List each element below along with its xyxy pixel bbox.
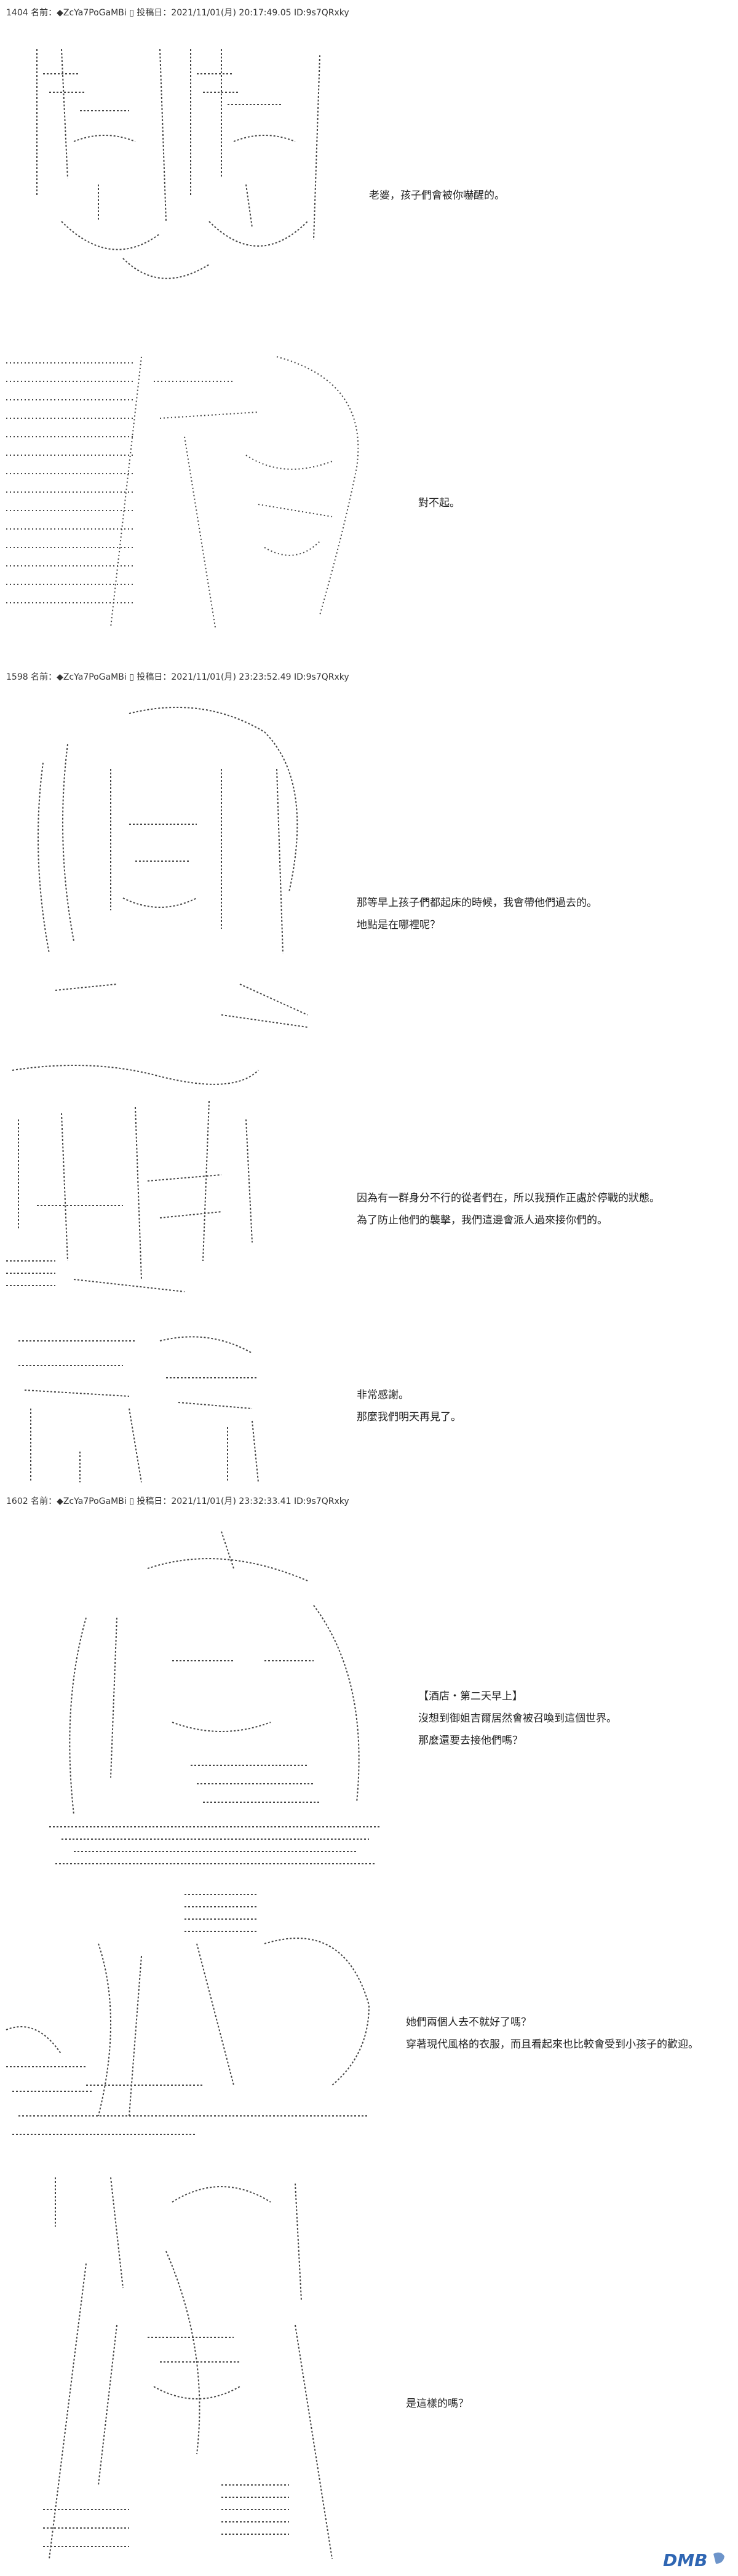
dialogue-5: 非常感謝。 那麼我們明天再見了。 bbox=[357, 1384, 461, 1428]
dialogue-3: 那等早上孩子們都起床的時候，我會帶他們過去的。 地點是在哪裡呢？ bbox=[357, 892, 597, 936]
dialogue-line: 為了防止他們的襲擊，我們這邊會派人過來接你們的。 bbox=[357, 1214, 608, 1226]
panel-long-hair-woman bbox=[18, 695, 338, 1046]
dialogue-1: 老婆，孩子們會被你嚇醒的。 bbox=[369, 185, 505, 207]
ascii-art-standing-girl bbox=[43, 2177, 333, 2559]
ascii-art-couple-faces bbox=[36, 49, 320, 279]
ascii-art-group-conversation bbox=[6, 1894, 370, 2135]
ascii-art-crowd-smiling bbox=[6, 1065, 259, 1292]
post-header-1404: 1404 名前：◆ZcYa7PoGaMBi ▯ 投稿日：2021/11/01(月… bbox=[6, 8, 349, 18]
panel-crying-woman bbox=[0, 344, 381, 640]
post-header-1602: 1602 名前：◆ZcYa7PoGaMBi ▯ 投稿日：2021/11/01(月… bbox=[6, 1497, 349, 1506]
dialogue-line: 那麼還要去接他們嗎？ bbox=[418, 1735, 523, 1747]
dialogue-line: 是這樣的嗎？ bbox=[406, 2398, 469, 2410]
dialogue-line: 她們兩個人去不就好了嗎？ bbox=[406, 2016, 531, 2029]
dialogue-7: 她們兩個人去不就好了嗎？ 穿著現代風格的衣服，而且看起來也比較會受到小孩子的歡迎… bbox=[406, 2011, 699, 2056]
ascii-art-two-women-bowing bbox=[18, 1336, 259, 1483]
ascii-art-messy-hair-woman bbox=[49, 1531, 381, 1864]
panel-standing-girl bbox=[37, 2165, 381, 2559]
dialogue-line: 那等早上孩子們都起床的時候，我會帶他們過去的。 bbox=[357, 897, 597, 909]
dialogue-2: 對不起。 bbox=[418, 492, 460, 514]
dialogue-line: 穿著現代風格的衣服，而且看起來也比較會受到小孩子的歡迎。 bbox=[406, 2038, 699, 2051]
ascii-art-long-hair-woman bbox=[38, 707, 308, 1028]
panel-crowd-smiling bbox=[0, 1058, 271, 1316]
dialogue-line: 老婆，孩子們會被你嚇醒的。 bbox=[369, 189, 505, 202]
dialogue-4: 因為有一群身分不行的從者們在，所以我預作正處於停戰的狀態。 為了防止他們的襲擊，… bbox=[357, 1187, 660, 1231]
site-logo: DMB bbox=[659, 2548, 727, 2572]
dialogue-line: 地點是在哪裡呢？ bbox=[357, 919, 440, 931]
site-logo-icon: DMB bbox=[663, 2550, 724, 2570]
panel-two-women-bowing bbox=[6, 1329, 271, 1489]
panel-group-conversation bbox=[0, 1882, 381, 2147]
dialogue-line: 對不起。 bbox=[418, 497, 460, 509]
site-logo-text: DMB bbox=[663, 2550, 707, 2570]
dialogue-line: 那麼我們明天再見了。 bbox=[357, 1411, 461, 1423]
dialogue-line: 沒想到御姐吉爾居然會被召喚到這個世界。 bbox=[418, 1712, 617, 1725]
panel-couple-faces bbox=[25, 37, 344, 320]
panel-messy-hair-woman bbox=[49, 1519, 381, 1876]
dialogue-line: 【酒店・第二天早上】 bbox=[418, 1690, 523, 1703]
ascii-art-crying-woman bbox=[6, 356, 359, 628]
post-header-1598: 1598 名前：◆ZcYa7PoGaMBi ▯ 投稿日：2021/11/01(月… bbox=[6, 672, 349, 682]
dialogue-8: 是這樣的嗎？ bbox=[406, 2393, 469, 2415]
dialogue-line: 非常感謝。 bbox=[357, 1389, 409, 1401]
dialogue-line: 因為有一群身分不行的從者們在，所以我預作正處於停戰的狀態。 bbox=[357, 1192, 660, 1204]
dialogue-6: 【酒店・第二天早上】 沒想到御姐吉爾居然會被召喚到這個世界。 那麼還要去接他們嗎… bbox=[418, 1685, 617, 1752]
